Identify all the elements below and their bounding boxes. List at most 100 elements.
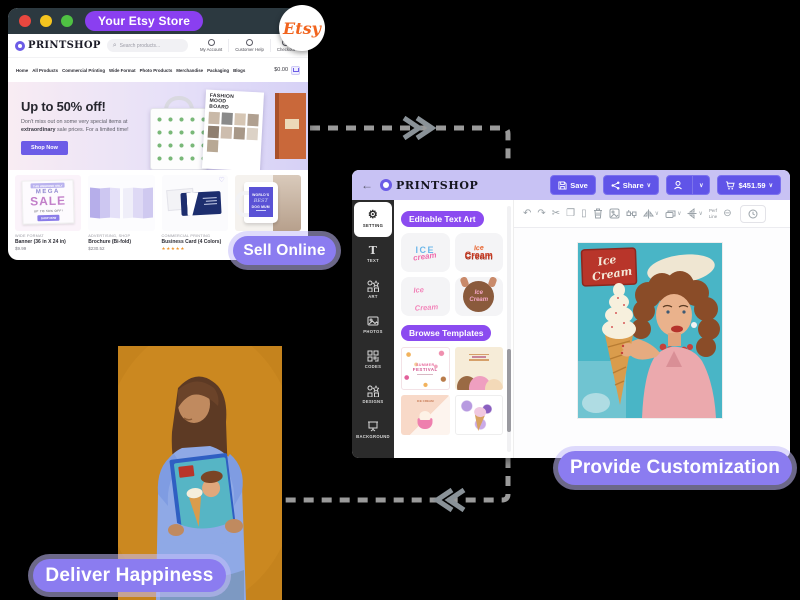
arrow-store-to-editor bbox=[310, 125, 511, 166]
clock-icon bbox=[748, 209, 758, 218]
trash-icon[interactable] bbox=[593, 208, 603, 219]
svg-text:Ice: Ice bbox=[596, 253, 618, 269]
cart-icon bbox=[291, 65, 300, 75]
text-art-grid: ICE cream Ice Cream Ice Cream Ice C bbox=[401, 233, 503, 316]
minimize-window-button[interactable] bbox=[40, 15, 52, 27]
flip-horizontal-control[interactable]: ∨ bbox=[642, 209, 660, 219]
provide-customization-badge: Provide Customization bbox=[558, 451, 792, 485]
deliver-happiness-badge: Deliver Happiness bbox=[33, 559, 226, 592]
customer-help-link[interactable]: Customer Help bbox=[228, 39, 270, 52]
editor-sidebar: ⚙ SETTING T TEXT ART PHOTOS CODES DESI bbox=[352, 200, 394, 458]
chevron-right-icon bbox=[402, 115, 437, 141]
shapes-icon bbox=[367, 385, 379, 397]
sidebar-item-codes[interactable]: CODES bbox=[354, 342, 392, 377]
flip-vertical-control[interactable]: ∨ bbox=[687, 208, 703, 219]
cart-icon bbox=[726, 180, 736, 190]
flip-horizontal-icon bbox=[642, 209, 654, 218]
share-icon bbox=[611, 181, 620, 189]
nav-item-home[interactable]: Home bbox=[16, 67, 29, 73]
layers-icon bbox=[665, 210, 676, 218]
brochure-product-image bbox=[88, 175, 155, 231]
chevron-down-icon: ∨ bbox=[698, 211, 703, 217]
my-account-link[interactable]: My Account bbox=[194, 39, 228, 52]
tote-body bbox=[150, 108, 208, 170]
hero-body: Don't miss out on some very special item… bbox=[21, 119, 129, 134]
chevron-left-icon bbox=[432, 487, 466, 513]
product-card-brochure[interactable]: ADVERTISING, SHOP Brochure (Bi-fold) $23… bbox=[88, 175, 155, 252]
cut-icon[interactable]: ✂ bbox=[551, 207, 561, 219]
design-canvas[interactable]: Ice Cream bbox=[514, 228, 790, 458]
text-art-thumb-ice-cream-1[interactable]: ICE cream bbox=[401, 233, 450, 272]
product-card-mug[interactable]: WORLD'S BEST DOG MUM bbox=[234, 175, 301, 252]
editor-header: ← PRINTSHOP Save Share ∨ ∨ bbox=[352, 170, 790, 200]
template-thumb-cones[interactable] bbox=[454, 347, 503, 390]
sidebar-item-photos[interactable]: PHOTOS bbox=[354, 307, 392, 342]
template-thumb-summer-festival[interactable]: SUMMER FESTIVAL bbox=[401, 347, 450, 390]
save-button[interactable]: Save bbox=[550, 175, 596, 195]
pinup-ice-cream-artwork[interactable]: Ice Cream bbox=[578, 243, 722, 418]
nav-item-photo-products[interactable]: Photo Products bbox=[139, 67, 173, 73]
sidebar-item-designs[interactable]: DESIGNS bbox=[354, 377, 392, 412]
editor-header-buttons: Save Share ∨ ∨ $451.59 ∨ bbox=[550, 175, 781, 195]
nav-item-commercial-printing[interactable]: Commercial Printing bbox=[62, 67, 106, 73]
ice-cream-swirl bbox=[602, 283, 636, 339]
text-art-thumb-ice-cream-2[interactable]: Ice Cream bbox=[454, 233, 503, 272]
printed-posters bbox=[169, 453, 237, 538]
cart-total-button[interactable]: $451.59 ∨ bbox=[717, 175, 781, 195]
template-thumb-cone-poster[interactable] bbox=[454, 395, 503, 435]
scrollbar-thumb[interactable] bbox=[507, 348, 511, 433]
hair bbox=[631, 271, 720, 357]
printshop-logo-icon bbox=[15, 40, 25, 51]
minus-circle-icon[interactable]: ⊖ bbox=[723, 207, 732, 219]
product-card-business-card[interactable]: ♡ COMMERCIAL PRINTING Business Card (4 C… bbox=[161, 175, 228, 252]
ice-cream-sign: Ice Cream bbox=[580, 247, 638, 287]
nav-item-blogs[interactable]: Blogs bbox=[233, 67, 246, 73]
store-search-input[interactable]: ⌕ Search products... bbox=[106, 39, 188, 52]
clipboard-icon[interactable]: ▯ bbox=[581, 207, 587, 219]
undo-icon[interactable]: ↶ bbox=[523, 207, 532, 219]
zoom-window-button[interactable] bbox=[61, 15, 73, 27]
shapes-icon bbox=[367, 280, 379, 292]
text-art-thumb-ice-cream-4[interactable]: Ice Cream bbox=[454, 277, 503, 316]
editor-toolbar: ↶ ↷ ✂ ❐ ▯ ∨ bbox=[514, 200, 790, 228]
account-icon[interactable] bbox=[667, 176, 689, 194]
nav-item-wide-format[interactable]: Wide Format bbox=[109, 67, 136, 73]
sidebar-item-art[interactable]: ART bbox=[354, 272, 392, 307]
copy-icon[interactable]: ❐ bbox=[566, 207, 576, 219]
sidebar-item-background[interactable]: BACKGROUND bbox=[354, 412, 392, 447]
shop-now-button[interactable]: Shop Now bbox=[21, 140, 68, 155]
sidebar-item-text[interactable]: T TEXT bbox=[367, 244, 379, 264]
account-dropdown[interactable]: ∨ bbox=[692, 176, 709, 194]
redo-icon[interactable]: ↷ bbox=[537, 207, 546, 219]
sidebar-item-setting[interactable]: ⚙ SETTING bbox=[354, 202, 392, 237]
nav-item-all-products[interactable]: All Products bbox=[32, 67, 59, 73]
printshop-logo-icon bbox=[380, 179, 392, 191]
product-grid: THIS WEEKEND ONLY MEGA SALE UP TO 50% OF… bbox=[8, 170, 308, 252]
nav-item-merchandise[interactable]: Merchandise bbox=[176, 67, 204, 73]
product-card-banner[interactable]: THIS WEEKEND ONLY MEGA SALE UP TO 50% OF… bbox=[15, 175, 82, 252]
image-settings-icon[interactable] bbox=[609, 208, 620, 219]
share-button[interactable]: Share ∨ bbox=[602, 175, 660, 195]
printshop-editor-window: ← PRINTSHOP Save Share ∨ ∨ bbox=[352, 170, 790, 458]
store-printshop-logo[interactable]: PRINTSHOP bbox=[15, 40, 101, 51]
template-thumb-cup[interactable]: ICE CREAM bbox=[401, 395, 450, 435]
transform-icon[interactable] bbox=[626, 209, 637, 219]
editor-printshop-logo[interactable]: PRINTSHOP bbox=[380, 179, 478, 192]
favorite-heart-icon[interactable]: ♡ bbox=[218, 177, 225, 184]
window-titlebar: Your Etsy Store bbox=[8, 8, 308, 34]
layers-control[interactable]: ∨ bbox=[665, 209, 681, 219]
account-menu-button[interactable]: ∨ bbox=[666, 175, 711, 195]
nav-item-packaging[interactable]: Packaging bbox=[207, 67, 230, 73]
chevron-down-icon: ∨ bbox=[646, 182, 652, 189]
back-arrow-icon[interactable]: ← bbox=[361, 178, 373, 192]
cart-total[interactable]: $0.00 bbox=[274, 65, 300, 75]
chevron-down-icon: ∨ bbox=[654, 211, 660, 217]
text-art-thumb-ice-cream-3[interactable]: Ice Cream bbox=[401, 277, 450, 316]
hero-headline: Up to 50% off! bbox=[21, 99, 106, 114]
panel-scrollbar[interactable] bbox=[507, 206, 511, 452]
editable-text-art-title: Editable Text Art bbox=[401, 211, 484, 227]
close-window-button[interactable] bbox=[19, 15, 31, 27]
history-button[interactable] bbox=[739, 204, 766, 223]
business-card-product-image: ♡ bbox=[161, 175, 228, 231]
